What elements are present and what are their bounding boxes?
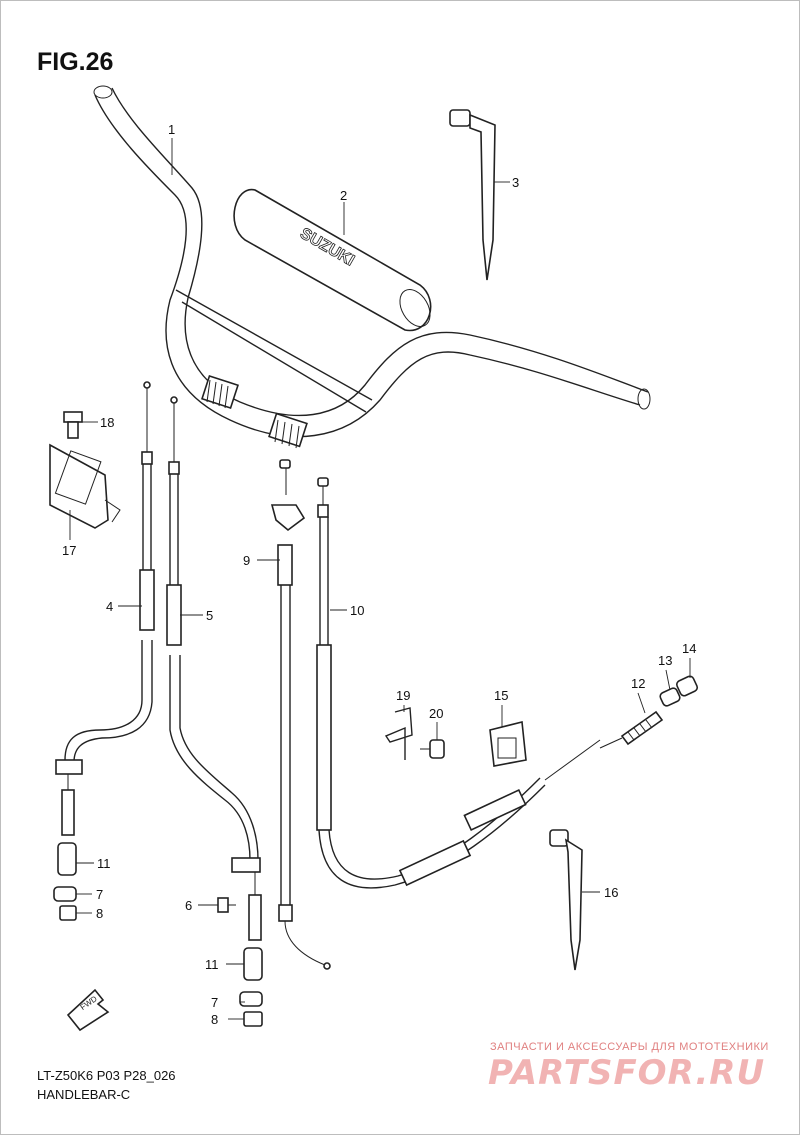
callout-1: 1 <box>168 122 175 137</box>
cable-tie-upper <box>449 109 496 281</box>
callout-labels: 1 2 3 4 5 6 7 7 8 8 9 10 11 11 12 13 14 … <box>62 122 696 1027</box>
cap-14 <box>675 675 699 697</box>
callout-16: 16 <box>604 885 618 900</box>
adjuster-lower <box>239 947 263 1027</box>
screw-20 <box>420 739 445 759</box>
callout-9: 9 <box>243 553 250 568</box>
callout-10: 10 <box>350 603 364 618</box>
callout-20: 20 <box>429 706 443 721</box>
callout-5: 5 <box>206 608 213 623</box>
handlebar <box>93 85 651 449</box>
callout-11b: 11 <box>205 957 219 972</box>
cable-5 <box>166 396 262 941</box>
callout-8a: 8 <box>96 906 103 921</box>
bolt-18 <box>63 411 83 439</box>
callout-8b: 8 <box>211 1012 218 1027</box>
callout-3: 3 <box>512 175 519 190</box>
callout-4: 4 <box>106 599 113 614</box>
callout-7b: 7 <box>211 995 218 1010</box>
watermark-logo: PARTSFOR.RU <box>488 1053 766 1093</box>
callout-14: 14 <box>682 641 696 656</box>
callout-13: 13 <box>658 653 672 668</box>
spring-12 <box>599 710 664 749</box>
callout-19: 19 <box>396 688 410 703</box>
nut-13 <box>659 687 681 707</box>
screw-6 <box>217 897 236 913</box>
handlebar-pad: SUZUKI <box>233 188 432 332</box>
cable-bracket <box>49 443 121 529</box>
callout-11a: 11 <box>97 856 111 871</box>
callout-17: 17 <box>62 543 76 558</box>
callout-2: 2 <box>340 188 347 203</box>
figure-title: FIG.26 <box>37 48 114 76</box>
callout-7a: 7 <box>96 887 103 902</box>
cable-tie-lower <box>549 829 583 971</box>
cable-4 <box>55 381 155 836</box>
adjuster-left <box>53 842 77 921</box>
section-name: HANDLEBAR-C <box>37 1087 131 1102</box>
model-code: LT-Z50K6 P03 P28_026 <box>37 1068 176 1083</box>
callout-12: 12 <box>631 676 645 691</box>
watermark-caption: ЗАПЧАСТИ И АКСЕССУАРЫ ДЛЯ МОТОТЕХНИКИ <box>490 1041 769 1053</box>
leader-lines <box>69 138 691 1020</box>
callout-6: 6 <box>185 898 192 913</box>
callout-18: 18 <box>100 415 114 430</box>
cable-10 <box>316 477 601 889</box>
callout-15: 15 <box>494 688 508 703</box>
cable-9 <box>270 459 331 970</box>
clip-19 <box>384 707 413 760</box>
fwd-arrow: FWD <box>66 988 110 1032</box>
holder-15 <box>489 721 527 767</box>
